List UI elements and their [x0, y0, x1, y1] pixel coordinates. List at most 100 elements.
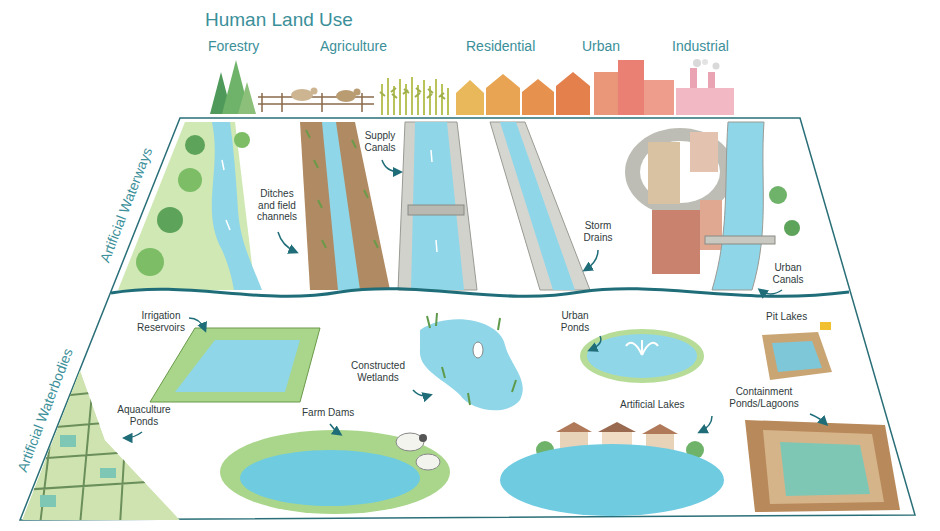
urban-buildings — [594, 60, 674, 115]
urban-area-part — [648, 142, 680, 204]
callout-arrows — [125, 160, 826, 438]
farm-fence-part — [321, 93, 323, 112]
urban-area-part — [652, 210, 700, 274]
forestry-trees-part — [238, 82, 256, 114]
farm-fence — [258, 93, 374, 112]
storm-drain-part — [490, 122, 590, 290]
urban-buildings-part — [618, 60, 644, 115]
supply-canal — [398, 122, 477, 290]
forest-stream-part — [157, 207, 183, 233]
containment-pond-part — [780, 442, 870, 496]
forest-stream-part — [234, 132, 250, 148]
panel-label: Artificial Waterways — [97, 145, 156, 264]
containment-pond-part — [763, 430, 884, 504]
supply-canal-part — [408, 205, 464, 215]
supply-canal-part — [431, 150, 437, 252]
urban-pond-part — [580, 329, 704, 383]
urban-canal-part — [784, 220, 800, 236]
forest-stream-part — [136, 248, 164, 276]
callout-label: Ditches and field channels — [252, 188, 302, 223]
urban-area — [625, 128, 735, 274]
farm-fence-part — [261, 93, 263, 112]
farm-dam-part — [419, 434, 427, 442]
pit-lake-part — [762, 332, 832, 380]
artificial-lake-part — [642, 424, 678, 434]
constructed-wetland — [420, 313, 523, 410]
farm-fence-part — [258, 103, 374, 105]
pit-lake-part — [772, 341, 822, 372]
artificial-lake — [500, 422, 724, 516]
urban-canal-part — [705, 236, 775, 244]
land-plane — [20, 118, 915, 520]
supply-canal-part — [398, 122, 477, 290]
cows — [291, 88, 361, 103]
callout-arrows-part — [125, 432, 142, 438]
callout-arrows-part — [413, 390, 430, 396]
artificial-lake-part — [598, 422, 636, 432]
farm-dam-part — [220, 430, 450, 514]
cows-part — [291, 89, 313, 101]
industrial-plant-part — [702, 59, 708, 65]
aquaculture-ponds-part — [60, 435, 76, 447]
callout-arrows-part — [760, 290, 782, 294]
farm-fence-part — [258, 96, 374, 98]
forest-stream-part — [178, 168, 202, 192]
diagram-title: Human Land Use — [205, 9, 353, 31]
callout-label: Irrigation Reservoirs — [134, 310, 188, 333]
callout-label: Farm Dams — [302, 407, 354, 419]
houses-part — [556, 72, 590, 115]
callout-label: Containment Ponds/Lagoons — [722, 386, 806, 409]
farm-dam-part — [240, 450, 420, 506]
panel-label: Artificial Waterbodies — [14, 346, 76, 474]
farm-dam — [220, 430, 450, 514]
land-use-label: Residential — [466, 38, 535, 54]
panel-divider — [111, 289, 849, 297]
aquaculture-ponds-part — [40, 495, 56, 507]
houses-part — [486, 74, 520, 115]
industrial-plant-part — [708, 72, 715, 88]
farm-fence-part — [281, 93, 283, 112]
forest-stream-part — [212, 122, 262, 290]
industrial-plant-part — [676, 88, 734, 115]
callout-arrows-part — [382, 160, 400, 172]
crops-part — [380, 88, 445, 99]
urban-area-part — [690, 132, 718, 172]
callout-arrows-part — [590, 336, 601, 350]
callout-arrows-part — [585, 250, 598, 270]
urban-pond-part — [587, 334, 697, 378]
storm-drain — [490, 122, 590, 290]
houses-part — [456, 80, 484, 115]
callout-arrows-part — [330, 424, 340, 434]
farm-dam-part — [416, 454, 440, 470]
storm-drain-part — [500, 122, 575, 290]
containment-pond-part — [745, 420, 900, 512]
callout-label: Storm Drains — [576, 220, 620, 243]
callout-label: Urban Ponds — [553, 310, 597, 333]
callout-arrows-part — [700, 416, 712, 432]
callout-label: Supply Canals — [358, 130, 402, 153]
urban-canal-part — [712, 122, 764, 290]
irrigation-reservoir — [150, 328, 320, 402]
irrigation-reservoir-part — [175, 340, 300, 392]
containment-pond — [745, 420, 900, 512]
urban-buildings-part — [644, 80, 674, 115]
pit-lake-part — [820, 322, 831, 330]
houses — [456, 72, 590, 115]
cows-part — [311, 88, 318, 95]
artificial-lake-part — [500, 444, 724, 516]
callout-arrows-part — [189, 318, 205, 330]
constructed-wetland-part — [427, 313, 516, 405]
aquaculture-ponds — [20, 360, 180, 525]
crops — [380, 77, 448, 115]
callout-label: Urban Canals — [766, 262, 810, 285]
land-use-label: Agriculture — [320, 38, 387, 54]
artificial-lake-part — [556, 422, 592, 432]
callout-label: Aquaculture Ponds — [112, 404, 176, 427]
urban-pond-part — [626, 340, 658, 355]
houses-part — [522, 79, 554, 115]
forestry-trees — [210, 60, 256, 114]
callout-label: Constructed Wetlands — [346, 360, 410, 383]
urban-canal-part — [769, 186, 787, 204]
cows-part — [354, 89, 361, 96]
